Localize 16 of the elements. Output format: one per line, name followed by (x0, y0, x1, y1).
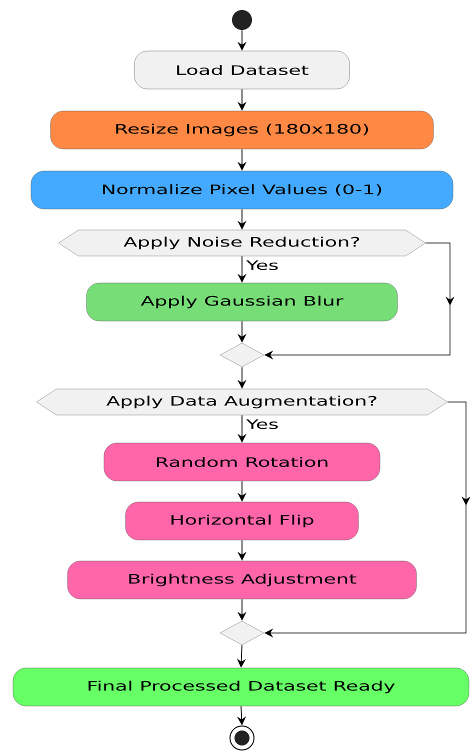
edge-label: Yes (245, 418, 280, 430)
merge-diamond (220, 620, 264, 646)
edge-label: Yes (245, 259, 280, 272)
decision-hexagon: Apply Data Augmentation? (36, 388, 448, 416)
start-circle (232, 10, 252, 30)
merge-diamond (220, 342, 264, 368)
process-box: Normalize Pixel Values (0-1) (30, 170, 454, 210)
decision-hexagon: Apply Noise Reduction? (58, 230, 426, 256)
process-box: Apply Gaussian Blur (86, 282, 398, 322)
process-box: Final Processed Dataset Ready (12, 668, 470, 706)
process-box: Load Dataset (134, 50, 350, 90)
process-box: Random Rotation (104, 442, 380, 482)
end-circle (230, 726, 254, 750)
process-box: Brightness Adjustment (67, 560, 417, 600)
process-box: Resize Images (180x180) (50, 110, 434, 150)
process-box: Horizontal Flip (125, 502, 359, 540)
